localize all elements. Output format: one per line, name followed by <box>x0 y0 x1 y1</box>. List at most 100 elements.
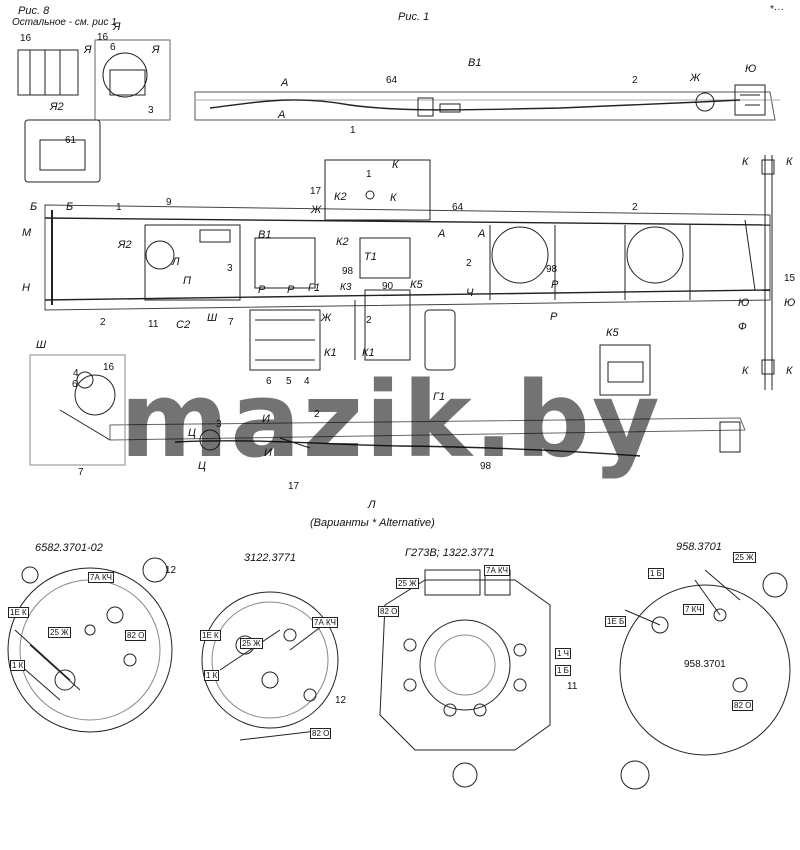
alternator-1-model: 6582.3701-02 <box>35 542 103 554</box>
wire-tag: 25 Ж <box>240 638 263 649</box>
chassis-plan-view <box>44 155 775 390</box>
label-1-top: 1 <box>350 125 356 136</box>
label-k-right2: К <box>786 156 793 168</box>
label-k3: К3 <box>340 282 352 293</box>
watermark: mazik.by <box>120 359 662 481</box>
label-6-sh: 6 <box>72 379 78 390</box>
top-frame-side-view <box>194 84 780 121</box>
label-zh-lower: Ж <box>321 312 332 324</box>
label-k2-a: К2 <box>334 191 347 203</box>
wire-tag: 1 Ч <box>555 648 572 659</box>
label-yu-right1: Ю <box>738 297 750 309</box>
wire-tag: 1 К <box>204 670 220 681</box>
alternator-1 <box>7 557 173 733</box>
label-ts-b: Ц <box>198 460 206 472</box>
label-64-top: 64 <box>386 75 398 86</box>
label-m: М <box>22 227 32 239</box>
wire-tag: 1 К <box>10 660 26 671</box>
inset-fig8 <box>17 39 171 183</box>
label-98-c: 98 <box>480 461 492 472</box>
label-p4: Р <box>550 311 558 323</box>
label-1-chassis: 1 <box>116 202 122 213</box>
label-yu-right2: Ю <box>784 297 796 309</box>
wire-tag: 25 Ж <box>733 552 756 563</box>
label-k5-chassis: К5 <box>410 279 423 291</box>
label-s2: С2 <box>176 319 191 331</box>
label-p2: Р <box>287 284 295 296</box>
label-k1-b: К1 <box>362 347 375 359</box>
label-b-right: Б <box>66 201 74 213</box>
alternator-3-no: 11 <box>567 681 578 692</box>
label-98-b: 98 <box>546 264 558 275</box>
wire-tag: 7А КЧ <box>88 572 114 583</box>
label-3-lower: 3 <box>216 419 222 430</box>
label-a-chassis2: А <box>478 228 486 240</box>
wire-tag: 82 О <box>310 728 332 739</box>
label-2-chassis: 2 <box>100 317 106 328</box>
label-4-batt: 4 <box>304 376 310 387</box>
variants-caption: (Варианты * Alternative) <box>310 517 435 529</box>
wire-tag: 1 Б <box>648 568 664 579</box>
label-ch: Ч <box>466 287 474 299</box>
inset-sh <box>29 354 126 466</box>
wire-tag: 1Е К <box>8 607 29 618</box>
label-16-sh: 16 <box>103 362 115 373</box>
label-6-batt: 6 <box>266 376 272 387</box>
label-k-right3: К <box>742 365 749 377</box>
wire-tag: 7А КЧ <box>312 617 338 628</box>
label-6-a: 6 <box>110 42 116 53</box>
label-2-top: 2 <box>632 75 638 86</box>
label-15: 15 <box>784 273 796 284</box>
label-2-chassis-b: 2 <box>466 258 472 269</box>
alternator-3-model: Г273В; 1322.3771 <box>405 547 495 559</box>
wire-tag: 1 Б <box>555 665 571 676</box>
alternator-4-model: 958.3701 <box>676 541 722 553</box>
label-f: Ф <box>738 321 747 333</box>
wire-tag: 82 О <box>378 606 400 617</box>
wire-tag: 1Е К <box>200 630 221 641</box>
alternator-1-no: 12 <box>165 565 177 576</box>
fig1-title: Рис. 1 <box>398 11 430 23</box>
inset-k5 <box>599 344 651 396</box>
label-p3: Р <box>551 279 559 291</box>
label-7-sh: 7 <box>78 467 84 478</box>
label-k-right4: К <box>786 365 793 377</box>
label-7-chassis: 7 <box>228 317 234 328</box>
label-2-lower: 2 <box>366 315 372 326</box>
label-64-chassis: 64 <box>452 202 464 213</box>
label-98-a: 98 <box>342 266 354 277</box>
label-yu-top: Ю <box>745 63 757 75</box>
wire-tag: 7 КЧ <box>683 604 704 615</box>
label-16-b: 16 <box>97 32 109 43</box>
label-ya2: Я2 <box>50 101 64 113</box>
label-16-a: 16 <box>20 33 32 44</box>
label-17-lower: 17 <box>288 481 300 492</box>
wire-tag: 82 О <box>125 630 147 641</box>
label-9: 9 <box>166 197 172 208</box>
label-g1-chassis: Г1 <box>308 282 321 294</box>
label-b-left: Б <box>30 201 38 213</box>
wire-tag: 1Е Б <box>605 616 627 627</box>
label-ya2-chassis: Я2 <box>118 239 132 251</box>
corner-mark: *··· <box>770 4 784 15</box>
wire-tag: 82 О <box>732 700 754 711</box>
label-3-chassis: 3 <box>227 263 233 274</box>
label-g1-lower: Г1 <box>433 391 446 403</box>
lower-side-view <box>109 417 746 457</box>
label-i-a: И <box>262 413 270 425</box>
label-11: 11 <box>148 319 159 330</box>
label-4-sh: 4 <box>73 368 79 379</box>
label-n: Н <box>22 282 30 294</box>
label-k-top1: К <box>392 159 399 171</box>
label-t1: Т1 <box>364 251 377 263</box>
label-2-chassis-c: 2 <box>632 202 638 213</box>
label-sh-chassis: Ш <box>207 312 218 324</box>
label-k2-b: К2 <box>336 236 349 248</box>
label-l-view: Л <box>368 499 376 511</box>
label-3-a: 3 <box>148 105 154 116</box>
label-sh: Ш <box>36 339 47 351</box>
fig8-title: Рис. 8 <box>18 5 50 17</box>
label-k-top2: К <box>390 192 397 204</box>
label-v1-top: В1 <box>468 57 482 69</box>
label-p1: Р <box>258 284 266 296</box>
